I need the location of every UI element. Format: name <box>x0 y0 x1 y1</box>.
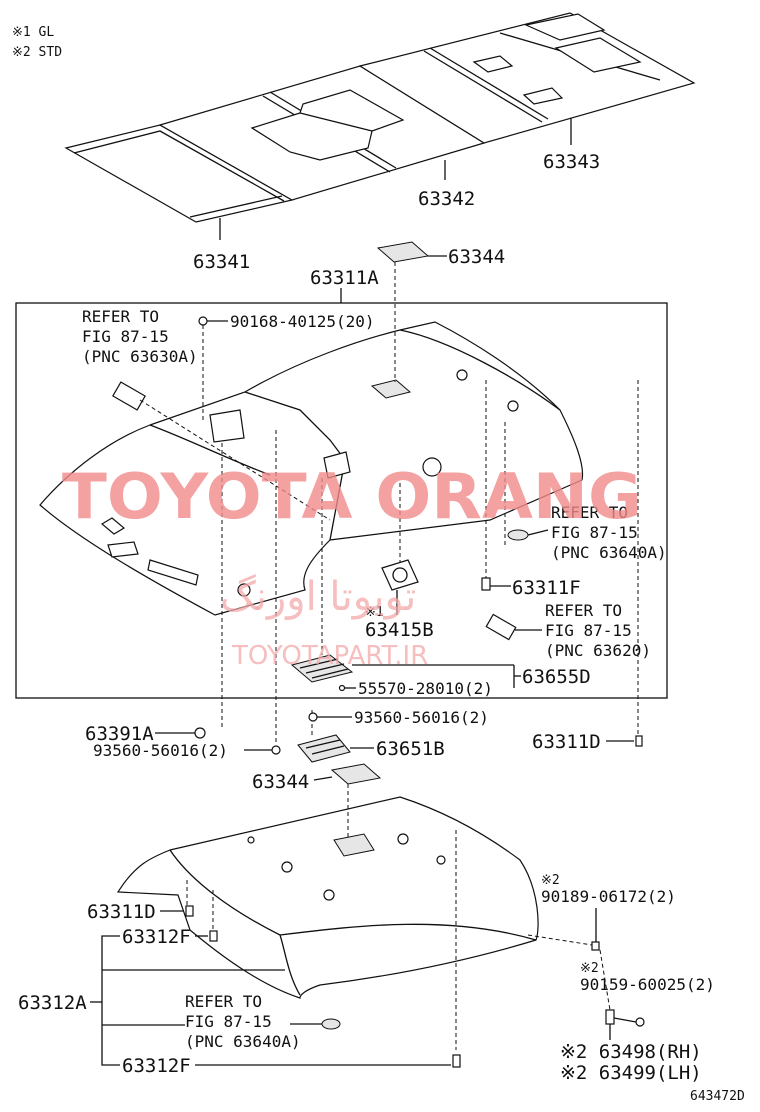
refer-2-line1: REFER TO <box>551 503 628 522</box>
mark-std-a: ※2 <box>541 873 560 888</box>
clip-63312F-icon-b <box>452 1054 461 1068</box>
assist-grip-clip-icon <box>112 381 146 411</box>
refer-3-line3: (PNC 63620) <box>545 641 651 660</box>
pad-63344-mid <box>330 763 382 785</box>
clip-63311D-icon-l <box>185 905 194 917</box>
label-63342: 63342 <box>418 188 475 210</box>
label-63655D: 63655D <box>522 666 591 688</box>
watermark-persian: تویوتا اورنگ <box>220 574 416 620</box>
bracket-63498-icon <box>605 1009 645 1027</box>
mark-gl-1: ※1 <box>365 605 384 620</box>
refer-3-line1: REFER TO <box>545 601 622 620</box>
label-63311D-r: 63311D <box>532 731 601 753</box>
refer-4-line2: FIG 87-15 <box>185 1012 272 1031</box>
legend-gl: ※1 GL <box>12 25 54 40</box>
label-63391A: 63391A <box>85 723 154 745</box>
sun-visor-holder-icon <box>485 613 517 641</box>
screw-93560-icon-a <box>308 712 318 722</box>
label-63344-mid: 63344 <box>252 771 309 793</box>
panel-63342 <box>158 65 486 201</box>
refer-1-line1: REFER TO <box>82 307 159 326</box>
watermark-main: TOYOTA ORANG <box>62 460 642 533</box>
legend-std: ※2 STD <box>12 45 62 60</box>
watermark-site: TOYOTAPART.IR <box>231 641 428 671</box>
label-93560-a: 93560-56016(2) <box>354 708 489 727</box>
clip-63311D-icon-r <box>635 735 643 747</box>
pad-63344-top <box>376 241 430 263</box>
refer-2-line2: FIG 87-15 <box>551 523 638 542</box>
label-63651B: 63651B <box>376 738 445 760</box>
clip-63312F-icon-a <box>209 930 218 942</box>
screw-63391A-icon <box>194 727 206 739</box>
grille-63655D <box>290 654 354 683</box>
refer-1-line3: (PNC 63630A) <box>82 347 198 366</box>
refer-3-line2: FIG 87-15 <box>545 621 632 640</box>
label-90159: 90159-60025(2) <box>580 975 715 994</box>
screw-55570-icon <box>338 684 346 692</box>
label-63312A: 63312A <box>18 992 87 1014</box>
label-93560-b: 93560-56016(2) <box>93 741 228 760</box>
clip-90189-icon <box>591 941 600 951</box>
panel-63341 <box>64 124 294 223</box>
label-90189: 90189-06172(2) <box>541 887 676 906</box>
label-55570: 55570-28010(2) <box>358 679 493 698</box>
label-63312F-a: 63312F <box>122 926 191 948</box>
label-63311D-l: 63311D <box>87 901 156 923</box>
clip-90168-icon <box>198 316 208 326</box>
label-63311F: 63311F <box>512 577 581 599</box>
label-90168: 90168-40125(20) <box>230 312 375 331</box>
label-63499: ※2 63499(LH) <box>560 1062 702 1084</box>
label-63341: 63341 <box>193 251 250 273</box>
refer-4-line1: REFER TO <box>185 992 262 1011</box>
refer-4-line3: (PNC 63640A) <box>185 1032 301 1051</box>
label-63415B: 63415B <box>365 619 434 641</box>
grille-63651B <box>297 734 351 763</box>
dome-lamp-63415B <box>381 559 419 591</box>
label-63498: ※2 63498(RH) <box>560 1041 702 1063</box>
figure-number: 643472D <box>690 1089 745 1104</box>
headlining-63312A <box>116 796 539 999</box>
headlining-frame <box>15 302 668 699</box>
panel-63343 <box>358 12 696 144</box>
mark-std-b: ※2 <box>580 961 599 976</box>
refer-2-line3: (PNC 63640A) <box>551 543 667 562</box>
screw-93560-icon-b <box>271 745 281 755</box>
label-63311A: 63311A <box>310 267 379 289</box>
clip-63311F-icon <box>481 577 491 591</box>
label-63312F-b: 63312F <box>122 1055 191 1077</box>
clip-63640A-icon-b <box>321 1018 341 1030</box>
label-63343: 63343 <box>543 151 600 173</box>
headlining-63311A <box>39 321 584 616</box>
refer-1-line2: FIG 87-15 <box>82 327 169 346</box>
label-63344-top: 63344 <box>448 246 505 268</box>
